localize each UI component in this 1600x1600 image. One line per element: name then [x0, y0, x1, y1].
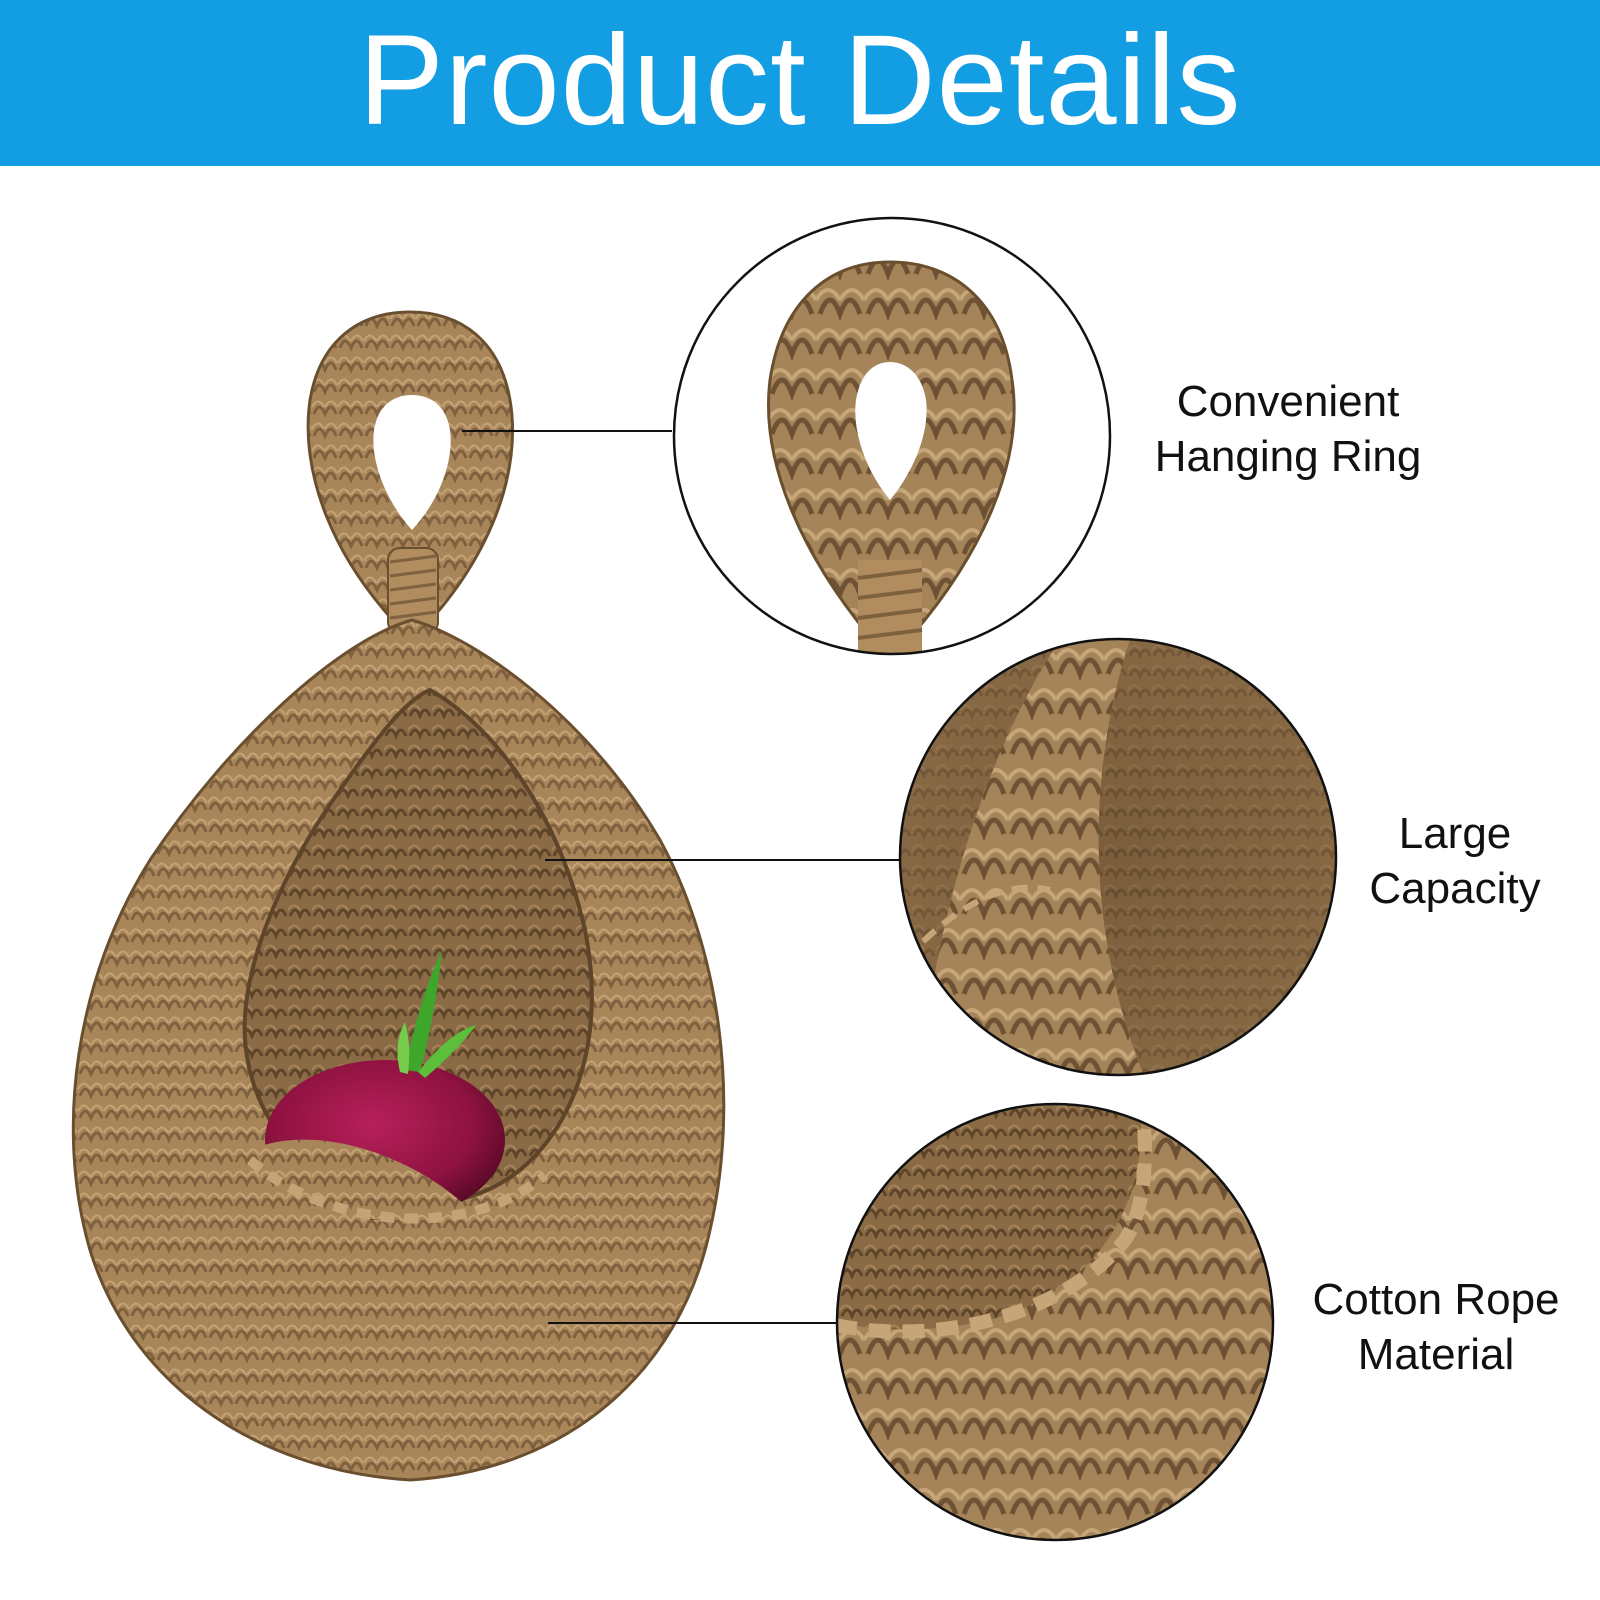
header-banner: Product Details — [0, 0, 1600, 166]
callout-capacity-line2: Capacity — [1369, 864, 1541, 913]
callout-capacity-line1: Large — [1398, 809, 1512, 858]
onion-sprout — [405, 950, 442, 1072]
detail-circle-hanging-ring — [672, 216, 1112, 656]
loop-hole — [373, 395, 451, 530]
detail-circle-material — [835, 1102, 1275, 1542]
callout-capacity: Large Capacity — [1340, 806, 1570, 916]
callout-material-line2: Material — [1357, 1330, 1515, 1379]
callout-hanging-ring-line1: Convenient — [1176, 377, 1400, 426]
basket-lip — [250, 1139, 470, 1220]
callout-hanging-ring-line2: Hanging Ring — [1154, 432, 1422, 481]
page-title: Product Details — [358, 9, 1242, 152]
callout-material: Cotton Rope Material — [1296, 1272, 1576, 1382]
detail-circle-capacity — [898, 637, 1338, 1077]
callout-hanging-ring: Convenient Hanging Ring — [1118, 374, 1458, 484]
callout-material-line1: Cotton Rope — [1312, 1275, 1560, 1324]
basket-image — [71, 310, 726, 1482]
